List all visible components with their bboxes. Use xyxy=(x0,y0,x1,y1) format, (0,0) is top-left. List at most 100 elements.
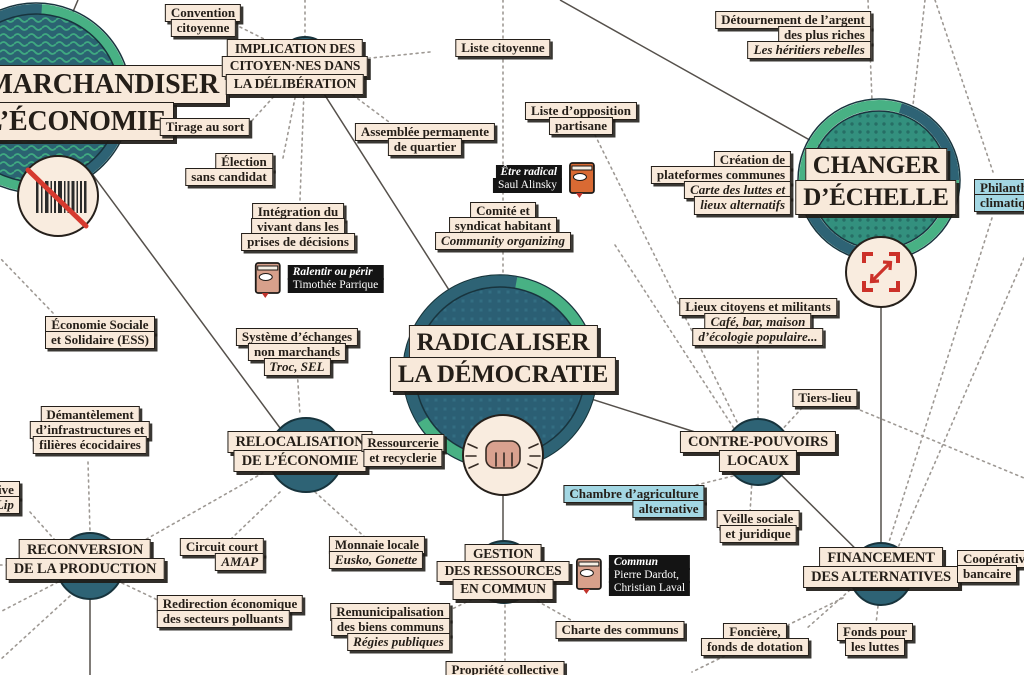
label-line: Tirage au sort xyxy=(159,117,251,136)
label-line: non marchands xyxy=(247,342,347,361)
label-line: d’infrastructures et xyxy=(29,420,151,439)
label-line: DES ALTERNATIVES xyxy=(803,565,959,588)
label-line: Veille sociale xyxy=(716,509,800,528)
label-line: Philanthropie xyxy=(974,178,1024,197)
label-philanthropie-climatique: Philanthropieclimatique xyxy=(974,178,1024,212)
label-line: AMAP xyxy=(215,552,265,571)
label-line: RADICALISER xyxy=(408,324,598,360)
label-tirage-au-sort: Tirage au sort xyxy=(159,117,251,136)
label-line: CHANGER xyxy=(804,147,948,183)
label-line: des biens communs xyxy=(330,617,450,636)
label-line: Régies publiques xyxy=(347,633,450,652)
label-line: RECONVERSION xyxy=(18,538,152,561)
label-line: Community organizing xyxy=(435,232,571,251)
label-line: et recyclerie xyxy=(363,448,443,467)
label-line: Monnaie locale xyxy=(328,535,426,554)
book-icon xyxy=(575,558,602,595)
label-propriete-collective: Propriété collective xyxy=(445,660,565,675)
book-icon xyxy=(569,162,595,198)
book-title: Commun xyxy=(608,555,691,570)
label-line: Tiers-lieu xyxy=(792,388,858,407)
book-author: Timothée Parrique xyxy=(287,278,384,293)
label-line: Assemblée permanente xyxy=(354,122,496,141)
label-liste-citoyenne: Liste citoyenne xyxy=(455,38,551,57)
label-line: LOCAUX xyxy=(719,449,797,472)
label-line: plateformes communes xyxy=(650,165,792,184)
label-line: Élection xyxy=(215,152,273,171)
label-line: prises de décisions xyxy=(241,233,355,252)
label-line: Circuit court xyxy=(179,537,265,556)
label-line: DE L’ÉCONOMIE xyxy=(233,449,367,472)
label-line: filières écocidaires xyxy=(33,436,147,455)
label-line: vivant dans les xyxy=(251,217,345,236)
label-line: D’ÉCHELLE xyxy=(795,179,957,215)
label-line: bancaire xyxy=(957,564,1018,583)
label-line: alternative xyxy=(632,499,705,518)
label-line: Lip xyxy=(0,495,20,514)
label-line: EN COMMUN xyxy=(452,579,554,601)
book-title: Ralentir ou périr xyxy=(287,265,384,280)
node-demarchandiser-economie: L’ÉCONOMIE xyxy=(0,101,175,141)
label-line: Économie Sociale xyxy=(45,315,155,334)
label-line: DÉMARCHANDISER xyxy=(0,64,227,104)
label-line: sans candidat xyxy=(185,167,273,186)
book-icon xyxy=(254,262,281,298)
label-line: citoyenne xyxy=(170,18,236,37)
label-line: des secteurs polluants xyxy=(156,609,290,628)
label-line: Fonds pour xyxy=(837,622,913,641)
label-tiers-lieu: Tiers-lieu xyxy=(792,388,858,407)
label-line: et Solidaire (ESS) xyxy=(45,330,155,349)
label-line: Charte des communs xyxy=(555,620,685,639)
label-line: Coopérative xyxy=(0,480,20,499)
label-line: Propriété collective xyxy=(445,660,565,675)
label-line: Système d’échanges xyxy=(235,327,359,346)
book-author: Pierre Dardot, xyxy=(608,567,691,583)
label-line: Foncière, xyxy=(723,622,787,641)
label-fonciere-fonds: Foncière,fonds de dotation xyxy=(700,622,810,656)
label-line: syndicat habitant xyxy=(448,216,558,235)
label-line: Comité et xyxy=(470,201,536,220)
label-line: partisane xyxy=(549,116,613,135)
label-line: Café, bar, maison xyxy=(704,312,812,331)
label-line: Liste citoyenne xyxy=(455,38,551,57)
node-demarchandiser-economie: DÉMARCHANDISER xyxy=(0,64,227,104)
label-line: Coopérative xyxy=(957,549,1024,568)
label-line: IMPLICATION DES xyxy=(226,38,364,60)
label-line: climatique xyxy=(974,193,1024,212)
label-charte-communs: Charte des communs xyxy=(555,620,685,639)
label-line: CITOYEN·NES DANS xyxy=(221,56,369,78)
label-line: L’ÉCONOMIE xyxy=(0,101,175,141)
label-line: fonds de dotation xyxy=(700,637,810,656)
label-line: Création de xyxy=(713,150,792,169)
label-line: LA DÉLIBÉRATION xyxy=(225,74,365,96)
